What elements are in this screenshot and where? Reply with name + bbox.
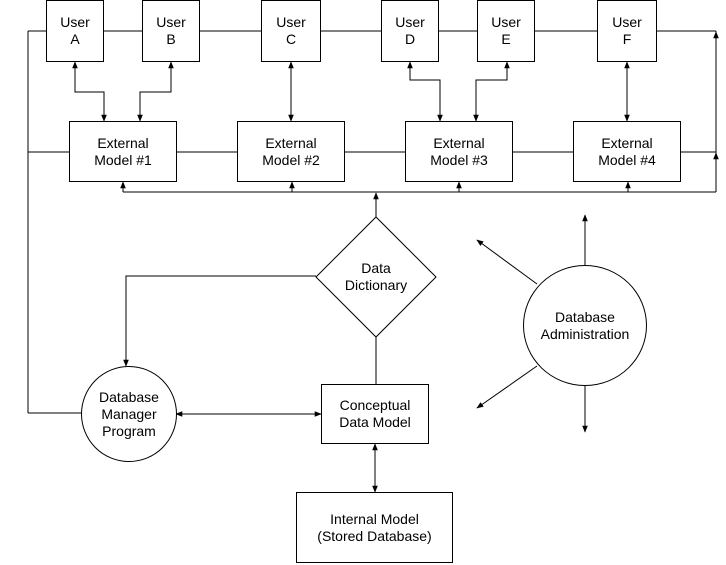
external-model-3-line1: External xyxy=(433,134,485,151)
external-model-4-box: External Model #4 xyxy=(573,121,681,182)
user-a-label: User xyxy=(60,14,90,30)
external-model-3-line2: Model #3 xyxy=(430,151,488,168)
user-b-label: User xyxy=(156,14,186,30)
connector-user-e-model3 xyxy=(473,61,510,122)
user-e-label: User xyxy=(491,14,521,30)
internal-model-box: Internal Model (Stored Database) xyxy=(296,492,453,563)
user-c-box: User C xyxy=(261,0,321,62)
external-model-1-box: External Model #1 xyxy=(69,121,177,182)
connector-user-a-model1 xyxy=(72,61,107,122)
user-b-letter: B xyxy=(166,31,176,47)
database-manager-line1: Database xyxy=(99,388,159,405)
user-f-box: User F xyxy=(597,0,657,62)
connector-dictionary-manager xyxy=(123,275,316,367)
conceptual-data-model-line1: Conceptual xyxy=(339,397,411,413)
internal-model-line2: (Stored Database) xyxy=(317,527,432,544)
data-dictionary-label: Data Dictionary xyxy=(326,255,426,299)
conceptual-data-model-box: Conceptual Data Model xyxy=(321,384,429,444)
database-administration-line2: Administration xyxy=(540,325,630,342)
external-model-1-line2: Model #1 xyxy=(94,151,152,168)
external-model-2-line2: Model #2 xyxy=(262,151,320,168)
admin-arrow-upper-left xyxy=(476,239,538,285)
external-model-1-line1: External xyxy=(97,134,149,151)
external-model-2-line1: External xyxy=(265,134,317,151)
external-model-2-box: External Model #2 xyxy=(237,121,345,182)
data-dictionary-line1: Data xyxy=(361,260,391,276)
user-e-letter: E xyxy=(501,31,511,47)
database-administration-line1: Database xyxy=(555,308,615,325)
database-manager-line2: Manager xyxy=(101,405,157,422)
database-administration-circle: Database Administration xyxy=(523,265,647,386)
admin-arrow-lower-left xyxy=(476,365,538,409)
external-model-3-box: External Model #3 xyxy=(405,121,513,182)
database-manager-program-circle: Database Manager Program xyxy=(81,366,177,462)
user-a-box: User A xyxy=(46,0,104,62)
user-f-label: User xyxy=(612,14,642,30)
database-manager-line3: Program xyxy=(102,422,156,439)
user-d-label: User xyxy=(395,14,425,30)
connector-user-b-model1 xyxy=(137,61,174,122)
user-f-letter: F xyxy=(622,31,632,47)
connector-user-d-model3 xyxy=(407,61,443,122)
user-d-letter: D xyxy=(404,31,416,47)
user-e-box: User E xyxy=(477,0,535,62)
external-model-4-line1: External xyxy=(601,134,653,151)
user-d-box: User D xyxy=(381,0,439,62)
conceptual-data-model-line2: Data Model xyxy=(339,414,411,430)
data-dictionary-line2: Dictionary xyxy=(344,277,408,293)
data-dictionary-diamond xyxy=(315,216,437,338)
user-b-box: User B xyxy=(142,0,200,62)
external-model-4-line2: Model #4 xyxy=(598,151,656,168)
user-c-label: User xyxy=(276,14,306,30)
user-c-letter: C xyxy=(285,31,297,47)
user-a-letter: A xyxy=(70,31,80,47)
internal-model-line1: Internal Model xyxy=(330,510,419,527)
